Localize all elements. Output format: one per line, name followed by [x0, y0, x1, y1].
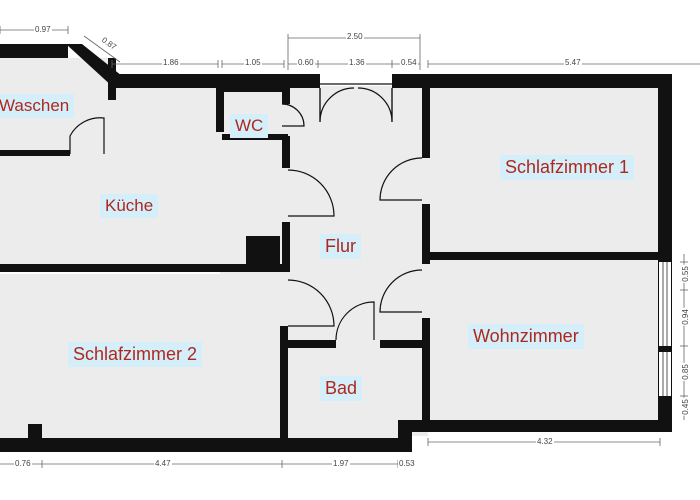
- wall-bottom-right: [412, 420, 672, 432]
- chimney-block: [246, 236, 280, 270]
- wall-bottom-stub-left: [28, 424, 42, 452]
- door-flur-bad: [335, 301, 375, 341]
- wall-flur-right-top: [422, 86, 430, 158]
- dim-bottom-197: 1.97: [332, 459, 350, 468]
- door-flur-sz1: [379, 157, 423, 201]
- wall-wc-top: [216, 86, 290, 92]
- door-flur-wohnzimmer: [379, 269, 423, 313]
- window-openings: [659, 262, 671, 396]
- dim-top-186: 1.86: [162, 58, 180, 67]
- dim-top-060: 0.60: [297, 58, 315, 67]
- wall-flur-right-mid: [422, 204, 430, 264]
- window-right-upper: [659, 262, 671, 346]
- wall-bottom-main: [42, 438, 412, 452]
- dim-right-045: 0.45: [680, 398, 690, 416]
- wall-bad-top-right: [380, 340, 430, 348]
- dim-right-085: 0.85: [680, 363, 690, 381]
- door-waschen-kueche: [69, 117, 105, 154]
- room-label-flur: Flur: [320, 234, 361, 259]
- entrance-door-panels: [319, 83, 393, 122]
- wall-waschen-right: [108, 58, 116, 100]
- dim-bottom-432: 4.32: [536, 437, 554, 446]
- wall-kueche-bottom: [0, 264, 290, 272]
- room-label-wc: WC: [230, 114, 269, 138]
- wall-bad-top-left: [280, 340, 336, 348]
- dim-bottom-053: 0.53: [398, 459, 416, 468]
- dim-right-055: 0.55: [680, 265, 690, 283]
- wall-wc-right: [282, 86, 290, 104]
- wall-sz2-right: [280, 340, 288, 440]
- wall-waschen-bottom-left: [0, 150, 70, 156]
- window-glazing: [662, 262, 668, 396]
- door-flur-sz2: [287, 279, 335, 327]
- dim-top-054: 0.54: [400, 58, 418, 67]
- dim-bottom-076: 0.76: [14, 459, 32, 468]
- wall-kueche-lower-right: [282, 222, 290, 272]
- dim-top-250: 2.50: [346, 32, 364, 41]
- dim-right-094: 0.94: [680, 308, 690, 326]
- room-label-kueche: Küche: [100, 194, 159, 218]
- door-kueche-wc: [281, 103, 305, 127]
- wall-top-right: [392, 74, 662, 88]
- door-kueche-flur: [287, 169, 335, 217]
- dim-bottom-447: 4.47: [154, 459, 172, 468]
- wall-top-left: [0, 44, 68, 58]
- room-label-schlafzimmer1: Schlafzimmer 1: [500, 155, 635, 180]
- wall-flur-right-bottom: [422, 318, 430, 428]
- dim-top-105: 1.05: [244, 58, 262, 67]
- wall-sz1-bottom: [422, 252, 662, 260]
- dim-top-547: 5.47: [564, 58, 582, 67]
- room-label-waschen: Waschen: [0, 94, 75, 118]
- wall-top-mid: [112, 74, 320, 88]
- wall-kueche-right-top: [216, 86, 224, 132]
- wall-sz2-right-upper: [280, 326, 288, 346]
- dim-top-136: 1.36: [348, 58, 366, 67]
- room-label-bad: Bad: [320, 376, 363, 401]
- room-label-schlafzimmer2: Schlafzimmer 2: [68, 342, 203, 367]
- window-right-lower: [659, 352, 671, 396]
- wall-kueche-right-mid: [282, 136, 290, 168]
- room-label-wohnzimmer: Wohnzimmer: [468, 324, 584, 349]
- wall-bottom-stub-right: [398, 420, 412, 452]
- dim-top-097: 0.97: [34, 25, 52, 34]
